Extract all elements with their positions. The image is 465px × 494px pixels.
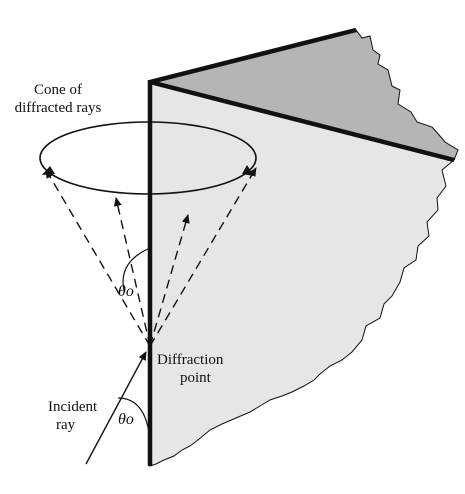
diffracted-ray-4 (149, 167, 257, 347)
theta-arc-lower (117, 397, 151, 441)
incident-ray (85, 351, 147, 465)
label-diffraction-line2: point (180, 370, 212, 386)
wedge-front-face (149, 81, 456, 467)
cone-ellipse (39, 121, 257, 195)
label-theta-lower: θo (118, 411, 134, 428)
label-cone-line1: Cone of (34, 82, 82, 98)
wedge-top-face (149, 29, 459, 161)
wedge-top-edge (149, 27, 357, 85)
label-theta-upper: θo (118, 283, 134, 300)
label-incident-line1: Incident (48, 399, 98, 415)
wedge-diagonal-edge (149, 79, 455, 163)
diffracted-ray-3 (149, 214, 190, 347)
label-diffraction-line1: Diffraction (157, 352, 224, 368)
diffracted-rays (45, 167, 257, 347)
label-cone-line2: diffracted rays (15, 100, 102, 116)
diffracted-ray-2 (113, 197, 151, 347)
theta-arc-upper (122, 247, 151, 291)
label-incident-line2: ray (56, 417, 76, 433)
diffracted-ray-1 (45, 169, 151, 347)
